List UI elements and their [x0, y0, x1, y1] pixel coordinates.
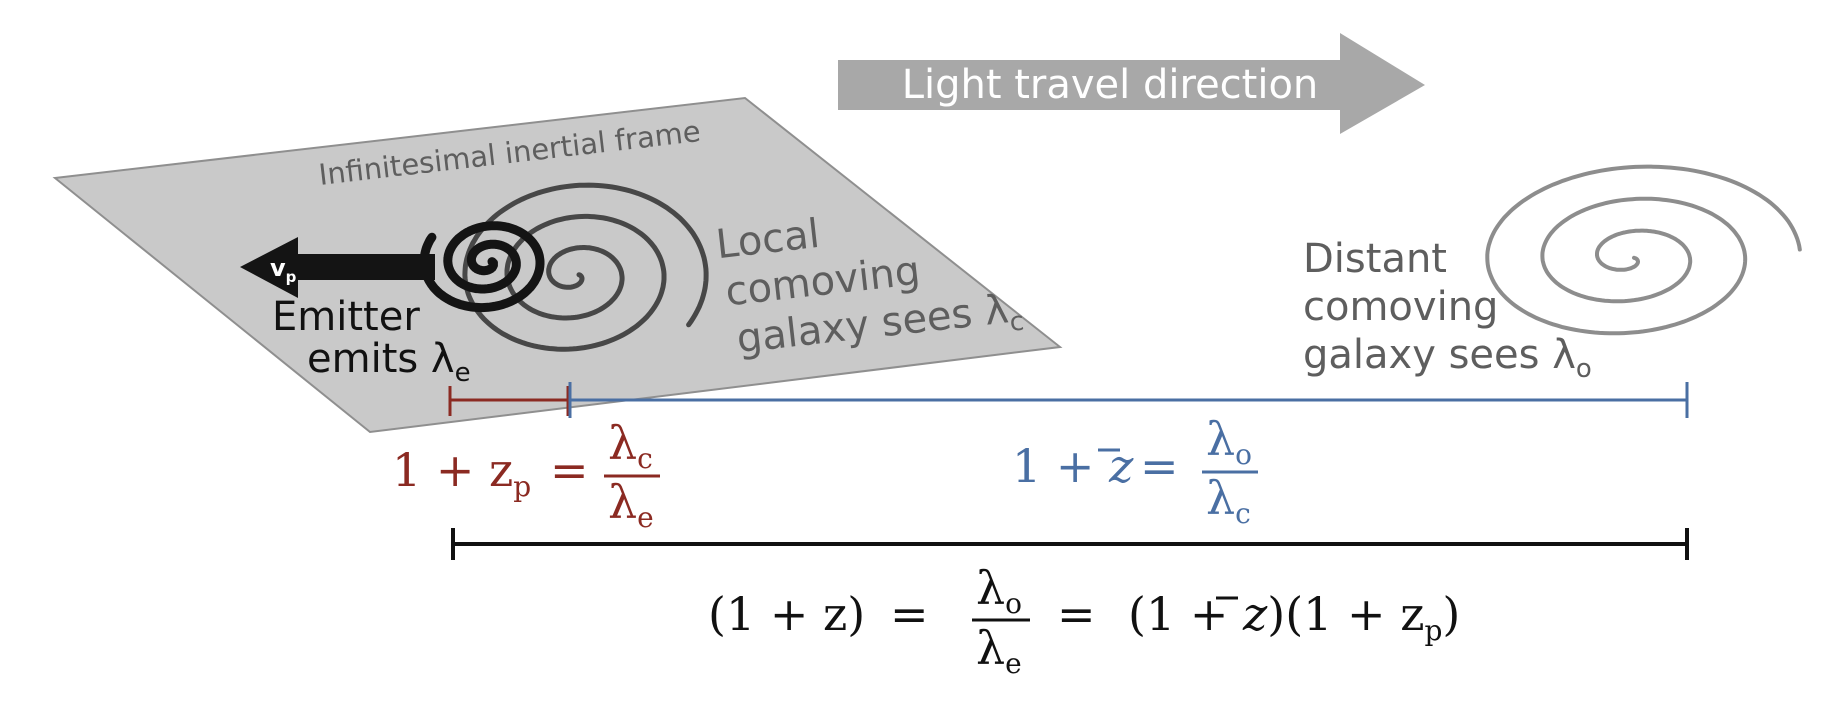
peculiar-eq-lhs: 1 + zp [392, 443, 531, 503]
peculiar-redshift-equation: 1 + zp = λc λe [392, 416, 660, 534]
emitter-line-2: emits λe [307, 336, 471, 388]
velocity-symbol: v [270, 254, 286, 282]
peculiar-redshift-bracket [448, 386, 570, 416]
distant-line-3: galaxy sees λo [1303, 332, 1592, 384]
total-eq-equals-1: = [890, 587, 929, 641]
peculiar-eq-num-text: λ [608, 416, 637, 470]
total-eq-lhs: (1 + z) [708, 587, 865, 641]
total-eq-rhs-part2: )(1 + z [1267, 587, 1424, 641]
emitter-subscript: e [455, 358, 471, 388]
light-travel-arrow-shape [838, 33, 1425, 134]
inertial-frame-parallelogram [52, 96, 1063, 434]
emitter-line-2-text: emits λ [307, 336, 455, 382]
emitter-label: Emitter emits λe [272, 294, 471, 388]
total-eq-rhs-var: z [1242, 587, 1268, 641]
total-eq-num-sub: o [1005, 587, 1022, 620]
total-eq-num-text: λ [976, 561, 1005, 615]
emitter-spiral-path [419, 221, 545, 313]
peculiar-eq-numerator: λc [608, 416, 653, 475]
total-redshift-equation: (1 + z) = λo λe = (1 + z)(1 + zp) [708, 561, 1460, 680]
distant-line-1: Distant [1303, 236, 1447, 282]
local-subscript: c [1008, 307, 1026, 338]
comoving-eq-den-sub: c [1235, 497, 1251, 530]
comoving-eq-equals: = [1140, 439, 1179, 493]
total-eq-numerator: λo [976, 561, 1022, 620]
comoving-eq-denominator: λc [1206, 471, 1251, 530]
peculiar-eq-lhs-sub: p [513, 470, 531, 503]
emitter-line-1: Emitter [272, 294, 420, 340]
velocity-label: vp [270, 254, 297, 286]
distant-spiral-path [1485, 164, 1802, 336]
distant-line-3-text: galaxy sees λ [1303, 332, 1576, 378]
local-spiral-path [462, 182, 709, 352]
light-travel-label: Light travel direction [902, 62, 1319, 108]
local-galaxy-spiral [462, 182, 709, 352]
comoving-eq-lhs: 1 + z [1012, 439, 1134, 493]
total-eq-den-text: λ [976, 621, 1005, 675]
total-redshift-bracket [451, 528, 1689, 560]
total-eq-rhs: (1 + z)(1 + zp) [1128, 587, 1460, 647]
local-line-1: Local [714, 211, 822, 268]
total-eq-rhs-part1: (1 + [1128, 587, 1243, 641]
comoving-redshift-equation: 1 + z = λo λc [1012, 412, 1258, 530]
comoving-eq-lhs-var: z [1108, 439, 1134, 493]
distant-subscript: o [1576, 354, 1592, 384]
comoving-eq-num-sub: o [1235, 438, 1252, 471]
peculiar-eq-num-sub: c [637, 442, 653, 475]
emitter-spiral [419, 221, 545, 313]
total-eq-rhs-sub: p [1424, 614, 1442, 647]
distant-galaxy-spiral [1485, 164, 1802, 336]
peculiar-eq-denominator: λe [608, 475, 654, 534]
distant-galaxy-label: Distant comoving galaxy sees λo [1303, 236, 1592, 384]
emitter-velocity-arrow: vp [240, 237, 435, 298]
comoving-redshift-bracket [568, 382, 1689, 418]
total-eq-equals-2: = [1057, 587, 1096, 641]
inertial-frame-plane: Infinitesimal inertial frame [52, 96, 1063, 434]
velocity-arrow-shape [240, 237, 435, 298]
total-eq-denominator: λe [976, 621, 1022, 680]
total-eq-rhs-part3: ) [1442, 587, 1460, 641]
comoving-eq-lhs-text: 1 + [1012, 439, 1109, 493]
comoving-eq-numerator: λo [1206, 412, 1252, 471]
distant-line-2: comoving [1303, 284, 1498, 330]
peculiar-eq-equals: = [550, 443, 589, 497]
comoving-eq-den-text: λ [1206, 471, 1235, 525]
peculiar-eq-lhs-text: 1 + z [392, 443, 513, 497]
light-travel-arrow: Light travel direction [838, 33, 1425, 134]
comoving-eq-num-text: λ [1206, 412, 1235, 466]
peculiar-eq-den-text: λ [608, 475, 637, 529]
peculiar-eq-den-sub: e [637, 501, 654, 534]
velocity-subscript: p [286, 268, 297, 286]
total-eq-den-sub: e [1005, 647, 1022, 680]
